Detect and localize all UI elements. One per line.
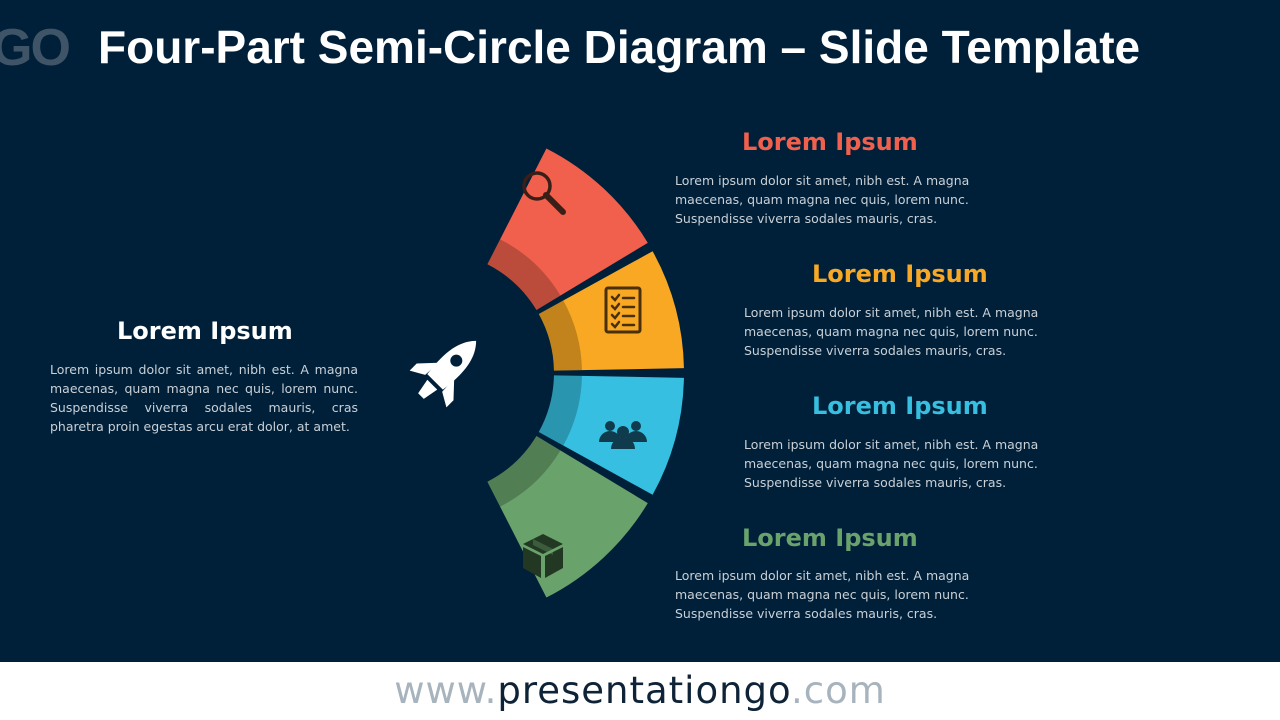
footer-www: www.	[394, 669, 498, 712]
team-icon	[599, 421, 647, 449]
package-icon	[523, 534, 563, 578]
segment-2[interactable]	[538, 251, 684, 371]
item-1-body: Lorem ipsum dolor sit amet, nibh est. A …	[675, 173, 970, 226]
item-2-heading: Lorem Ipsum	[812, 260, 988, 288]
rocket-icon	[409, 340, 477, 408]
item-4-heading: Lorem Ipsum	[742, 524, 918, 552]
footer-tld: .com	[791, 669, 886, 712]
footer: www.presentationgo.com	[0, 662, 1280, 720]
item-3-heading: Lorem Ipsum	[812, 392, 988, 420]
segment-3-inner-shade	[538, 375, 582, 446]
brand-logo: GO	[0, 19, 71, 77]
slide-title: Four-Part Semi-Circle Diagram – Slide Te…	[98, 21, 1141, 73]
item-1-heading: Lorem Ipsum	[742, 128, 918, 156]
segment-4-inner-shade	[487, 436, 561, 507]
slide: GO Four-Part Semi-Circle Diagram – Slide…	[0, 19, 1141, 621]
left-heading: Lorem Ipsum	[117, 317, 293, 345]
magnifier-icon	[522, 171, 566, 215]
item-4-body: Lorem ipsum dolor sit amet, nibh est. A …	[675, 568, 970, 621]
left-body: Lorem ipsum dolor sit amet, nibh est. A …	[50, 362, 358, 434]
item-2-body: Lorem ipsum dolor sit amet, nibh est. A …	[744, 305, 1039, 358]
segment-1-inner-shade	[487, 239, 561, 310]
footer-url[interactable]: www.presentationgo.com	[0, 666, 1280, 716]
checklist-icon	[604, 286, 642, 334]
segment-1[interactable]	[487, 148, 648, 310]
semi-circle-diagram	[409, 148, 684, 598]
item-3-body: Lorem ipsum dolor sit amet, nibh est. A …	[744, 437, 1039, 490]
footer-domain: presentationgo	[497, 669, 792, 712]
segment-2-inner-shade	[538, 300, 582, 371]
